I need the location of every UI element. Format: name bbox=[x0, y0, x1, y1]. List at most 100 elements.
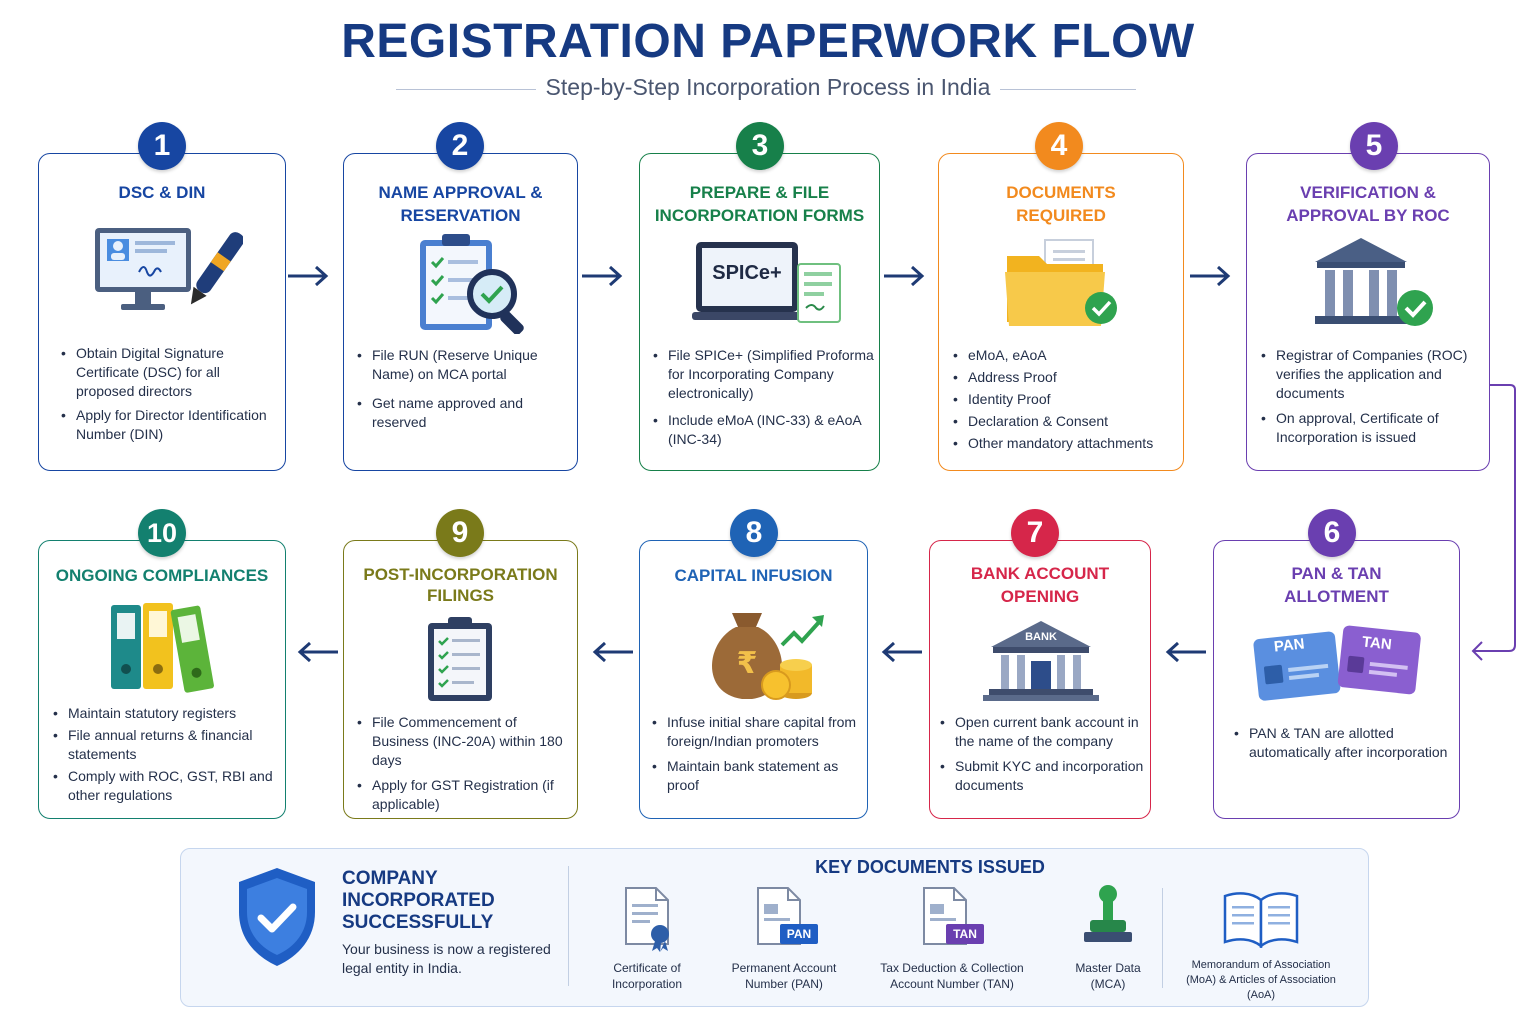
step-title: VERIFICATION & APPROVAL BY ROC bbox=[1286, 183, 1450, 225]
tan-tag: TAN bbox=[953, 927, 977, 941]
bullet-item: eMoA, eAoA bbox=[953, 346, 1181, 365]
pan-tan-cards-icon: PAN TAN bbox=[1252, 623, 1422, 705]
doc-label-tan: Tax Deduction & Collection Account Numbe… bbox=[880, 961, 1024, 991]
checklist-clipboard-icon bbox=[428, 617, 492, 701]
bullet-item: Other mandatory attachments bbox=[953, 434, 1181, 453]
step-bullets: File SPICe+ (Simplified Proforma for Inc… bbox=[653, 346, 875, 454]
page-subtitle: Step-by-Step Incorporation Process in In… bbox=[545, 74, 991, 100]
tan-card-label: TAN bbox=[1361, 633, 1393, 654]
bank-sign-label: BANK bbox=[1025, 631, 1057, 643]
doc-label-pan: Permanent Account Number (PAN) bbox=[731, 961, 837, 991]
step-card-8: CAPITAL INFUSION ₹ Infuse initial share … bbox=[639, 540, 868, 819]
certificate-ribbon-icon bbox=[625, 887, 669, 952]
step-title: POST-INCORPORATION FILINGS bbox=[363, 565, 558, 605]
shield-check-icon bbox=[239, 868, 315, 966]
arrow-left-icon bbox=[297, 641, 338, 663]
doc-label-certificate: Certificate of Incorporation bbox=[611, 961, 683, 991]
bullet-item: Apply for Director Identification Number… bbox=[61, 406, 273, 444]
step-bullets: File Commencement of Business (INC-20A) … bbox=[357, 713, 572, 819]
step-title: DOCUMENTS REQUIRED bbox=[1006, 183, 1116, 225]
success-text: Your business is now a registered legal … bbox=[342, 941, 551, 976]
step-title: BANK ACCOUNT OPENING bbox=[970, 564, 1110, 606]
bullet-item: File annual returns & financial statemen… bbox=[53, 726, 283, 764]
subtitle-right-rule bbox=[1000, 89, 1136, 90]
step-badge-2: 2 bbox=[436, 122, 484, 170]
spice-label: SPICe+ bbox=[712, 262, 782, 284]
clipboard-magnifier-icon bbox=[420, 234, 524, 334]
step-title: PAN & TAN ALLOTMENT bbox=[1284, 564, 1389, 606]
step-badge-5: 5 bbox=[1350, 122, 1398, 170]
step-badge-10: 10 bbox=[138, 509, 186, 557]
doc-label-moa-aoa: Memorandum of Association (MoA) & Articl… bbox=[1186, 959, 1336, 1001]
arrow-left-icon bbox=[592, 641, 633, 663]
bank-building-icon: BANK bbox=[975, 619, 1107, 703]
step-badge-7: 7 bbox=[1011, 509, 1059, 557]
step-bullets: eMoA, eAoA Address Proof Identity Proof … bbox=[953, 346, 1181, 458]
step-card-5: VERIFICATION & APPROVAL BY ROC Registrar… bbox=[1246, 153, 1490, 471]
step-card-2: NAME APPROVAL & RESERVATION File RUN (Re… bbox=[343, 153, 578, 471]
step-bullets: Registrar of Companies (ROC) verifies th… bbox=[1261, 346, 1487, 452]
bullet-item: File RUN (Reserve Unique Name) on MCA po… bbox=[357, 346, 575, 384]
subtitle-left-rule bbox=[396, 89, 536, 90]
step-badge-4: 4 bbox=[1035, 122, 1083, 170]
bullet-item: Infuse initial share capital from foreig… bbox=[652, 713, 867, 751]
step-card-6: PAN & TAN ALLOTMENT PAN TAN PAN & TAN ar… bbox=[1213, 540, 1460, 819]
arrow-left-icon bbox=[1165, 641, 1206, 663]
bullet-item: Submit KYC and incorporation documents bbox=[940, 757, 1150, 795]
step-title: ONGOING COMPLIANCES bbox=[55, 566, 269, 585]
page-title: REGISTRATION PAPERWORK FLOW bbox=[341, 15, 1195, 68]
bullet-item: File SPICe+ (Simplified Proforma for Inc… bbox=[653, 346, 875, 403]
step-bullets: Infuse initial share capital from foreig… bbox=[652, 713, 867, 800]
tan-document-icon: TAN bbox=[920, 886, 986, 952]
arrow-right-icon bbox=[582, 265, 623, 287]
step-badge-6: 6 bbox=[1308, 509, 1356, 557]
step-card-4: DOCUMENTS REQUIRED eMoA, eAoA Address Pr… bbox=[938, 153, 1184, 471]
panel-divider bbox=[568, 866, 569, 986]
government-building-check-icon bbox=[1315, 238, 1433, 326]
bullet-item: Include eMoA (INC-33) & eAoA (INC-34) bbox=[653, 411, 875, 449]
step-title: DSC & DIN bbox=[118, 183, 206, 202]
step-title: NAME APPROVAL & RESERVATION bbox=[378, 183, 543, 225]
step-badge-1: 1 bbox=[138, 122, 186, 170]
bullet-item: Maintain bank statement as proof bbox=[652, 757, 867, 795]
step-card-1: DSC & DIN Obtain Digital Signature Certi… bbox=[38, 153, 286, 471]
svg-text:₹: ₹ bbox=[737, 646, 758, 681]
computer-signature-pen-icon bbox=[95, 228, 243, 310]
bullet-item: File Commencement of Business (INC-20A) … bbox=[357, 713, 572, 770]
step-bullets: Maintain statutory registers File annual… bbox=[53, 704, 283, 810]
step-card-7: BANK ACCOUNT OPENING BANK Open current b… bbox=[929, 540, 1151, 819]
step-badge-3: 3 bbox=[736, 122, 784, 170]
arrow-right-icon bbox=[1190, 265, 1231, 287]
panel-divider bbox=[1162, 888, 1163, 988]
pan-card-label: PAN bbox=[1273, 635, 1306, 656]
stamp-icon bbox=[1084, 885, 1132, 942]
money-bag-coins-icon: ₹ bbox=[712, 613, 824, 700]
step-title: CAPITAL INFUSION bbox=[674, 566, 833, 585]
connector-down-arrow-icon bbox=[1471, 384, 1516, 661]
laptop-spice-form-icon: SPICe+ bbox=[692, 240, 842, 330]
step-bullets: Obtain Digital Signature Certificate (DS… bbox=[61, 344, 273, 449]
bullet-item: On approval, Certificate of Incorporatio… bbox=[1261, 409, 1487, 447]
pan-document-icon: PAN bbox=[754, 886, 820, 952]
step-bullets: File RUN (Reserve Unique Name) on MCA po… bbox=[357, 346, 575, 437]
step-bullets: Open current bank account in the name of… bbox=[940, 713, 1150, 800]
pan-tag: PAN bbox=[786, 927, 812, 941]
step-badge-8: 8 bbox=[730, 509, 778, 557]
key-docs-title: KEY DOCUMENTS ISSUED bbox=[815, 857, 1045, 877]
step-card-3: PREPARE & FILE INCORPORATION FORMS SPICe… bbox=[639, 153, 880, 471]
bullet-item: Address Proof bbox=[953, 368, 1181, 387]
step-bullets: PAN & TAN are allotted automatically aft… bbox=[1234, 724, 1449, 767]
bullet-item: Obtain Digital Signature Certificate (DS… bbox=[61, 344, 273, 401]
bullet-item: Get name approved and reserved bbox=[357, 394, 575, 432]
bullet-item: PAN & TAN are allotted automatically aft… bbox=[1234, 724, 1449, 762]
open-book-icon bbox=[1223, 892, 1299, 948]
bullet-item: Apply for GST Registration (if applicabl… bbox=[357, 776, 572, 814]
arrow-right-icon bbox=[884, 265, 925, 287]
arrow-left-icon bbox=[881, 641, 922, 663]
success-title: COMPANY INCORPORATED SUCCESSFULLY bbox=[342, 868, 495, 933]
bullet-item: Registrar of Companies (ROC) verifies th… bbox=[1261, 346, 1487, 403]
bullet-item: Identity Proof bbox=[953, 390, 1181, 409]
bullet-item: Comply with ROC, GST, RBI and other regu… bbox=[53, 767, 283, 805]
step-title: PREPARE & FILE INCORPORATION FORMS bbox=[654, 183, 865, 225]
step-card-10: ONGOING COMPLIANCES Maintain statutory r… bbox=[38, 540, 286, 819]
